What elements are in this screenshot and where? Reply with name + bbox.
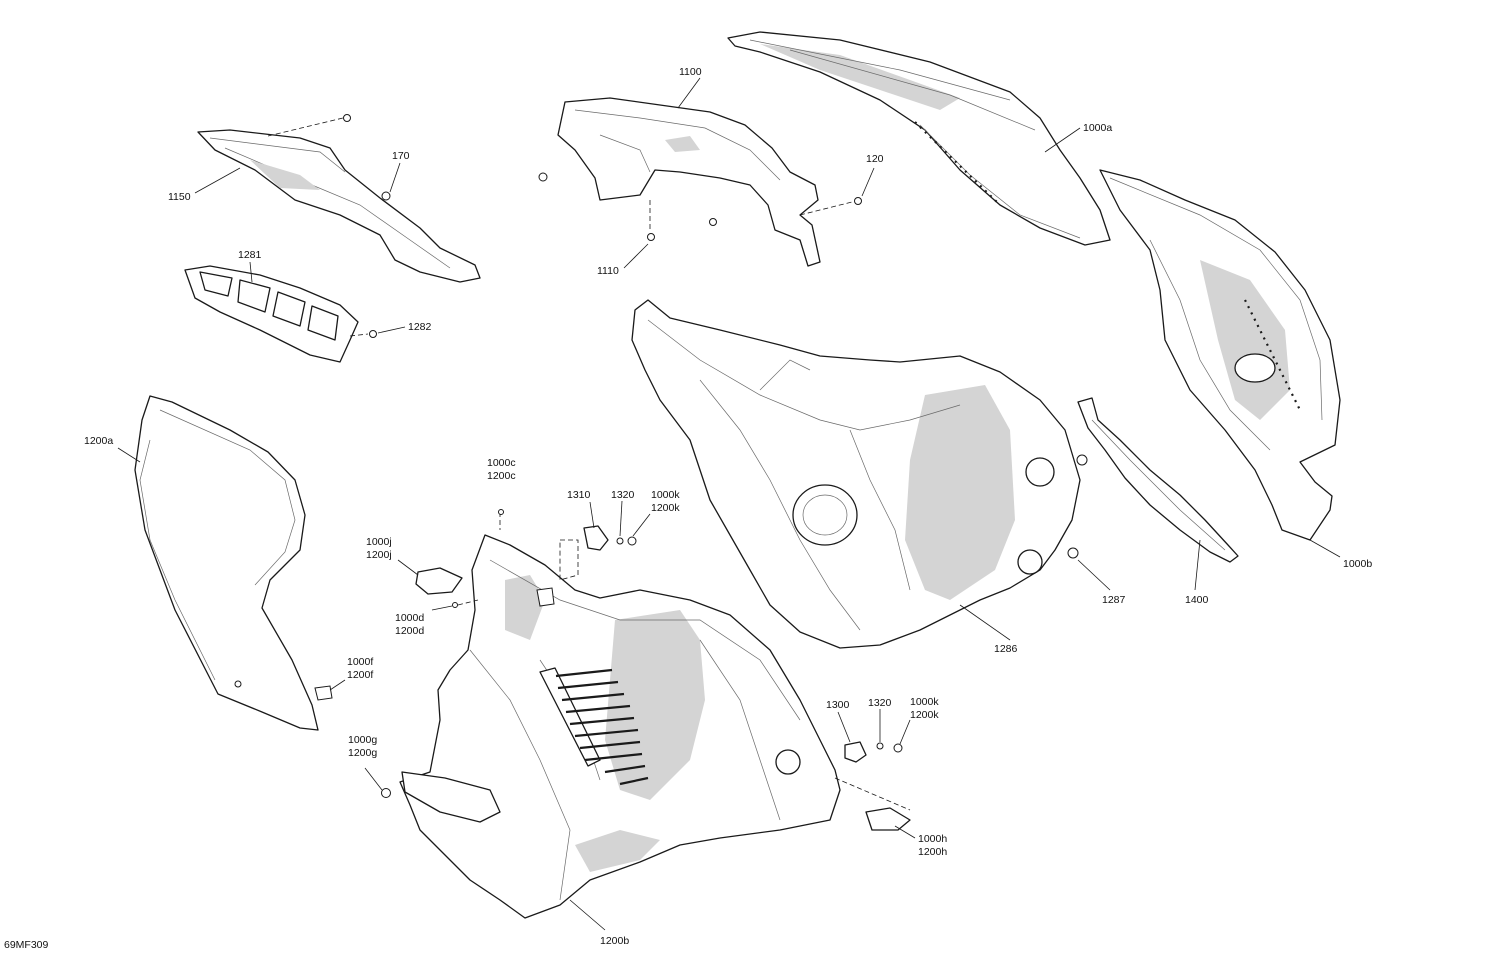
callout-1310: 1310: [567, 489, 591, 501]
washer-1000k-icon: [627, 536, 637, 546]
drawing-number: 69MF309: [4, 939, 49, 951]
callout-1110: 1110: [597, 265, 619, 277]
part-1200a: [134, 395, 319, 731]
callout-1200f: 1200f: [347, 669, 373, 681]
hole-icon: [234, 680, 242, 688]
clip-1000f-icon: [314, 685, 333, 701]
callout-1287: 1287: [1102, 594, 1126, 606]
clip-1000h-icon: [865, 807, 911, 831]
part-1200b: [399, 534, 841, 919]
part-1281: [184, 265, 359, 363]
callout-1320-lower: 1320: [868, 697, 892, 709]
callout-labels: 1100 1000a 170 1150 120 1110 1281 1282 1…: [84, 66, 1372, 947]
callout-1000h: 1000h: [918, 833, 947, 845]
screw-1110-icon: [647, 233, 655, 241]
callout-1000k-upper: 1000k: [651, 489, 680, 501]
callout-1200b: 1200b: [600, 935, 629, 947]
washer-1287-icon: [1067, 547, 1079, 559]
callout-1281: 1281: [238, 249, 262, 261]
callout-1000f: 1000f: [347, 656, 373, 668]
callout-170: 170: [392, 150, 410, 162]
bolt-1300-icon: [844, 741, 867, 763]
nut-1320-icon: [616, 537, 624, 545]
callout-1000k-lower: 1000k: [910, 696, 939, 708]
screw-icon: [709, 218, 717, 226]
callout-1200k-lower: 1200k: [910, 709, 939, 721]
callout-1200d: 1200d: [395, 625, 424, 637]
screw-120-icon: [854, 197, 862, 205]
callout-1000d: 1000d: [395, 612, 424, 624]
callout-1200j: 1200j: [366, 549, 392, 561]
rivet-1000c-icon: [498, 509, 504, 515]
callout-1200a: 1200a: [84, 435, 113, 447]
callout-1400: 1400: [1185, 594, 1209, 606]
washer-1000g-icon: [381, 788, 391, 798]
part-1000a: [727, 31, 1111, 246]
callout-1286: 1286: [994, 643, 1018, 655]
rivet-1000d-icon: [452, 602, 458, 608]
callout-1100: 1100: [679, 66, 702, 78]
washer-icon: [1076, 454, 1088, 466]
leader-lines: [117, 77, 1341, 931]
screw-icon: [343, 114, 351, 122]
callout-1200k-upper: 1200k: [651, 502, 680, 514]
nut-1320-icon: [876, 742, 884, 750]
part-1000b: [1099, 169, 1341, 541]
callout-1000j: 1000j: [366, 536, 392, 548]
screw-170-icon: [381, 191, 391, 201]
callout-1000b: 1000b: [1343, 558, 1372, 570]
clip-1000j-icon: [415, 567, 463, 595]
part-1100: [538, 97, 821, 267]
callout-1200g: 1200g: [348, 747, 377, 759]
screw-icon: [538, 172, 548, 182]
screw-1282-icon: [369, 330, 377, 338]
callout-1300: 1300: [826, 699, 850, 711]
clip-icon: [536, 587, 555, 607]
part-1286: [631, 299, 1081, 649]
vent-slats: [555, 668, 649, 786]
washer-1000k-icon: [893, 743, 903, 753]
callout-1200h: 1200h: [918, 846, 947, 858]
callout-1000c: 1000c: [487, 457, 516, 469]
callout-120: 120: [866, 153, 884, 165]
part-1400: [1077, 397, 1239, 563]
callout-1000a: 1000a: [1083, 122, 1112, 134]
callout-1000g: 1000g: [348, 734, 377, 746]
bolt-1310-icon: [583, 525, 609, 551]
callout-1320-upper: 1320: [611, 489, 635, 501]
callout-1200c: 1200c: [487, 470, 516, 482]
callout-1282: 1282: [408, 321, 432, 333]
callout-1150: 1150: [168, 191, 191, 203]
part-1150: [197, 129, 481, 283]
